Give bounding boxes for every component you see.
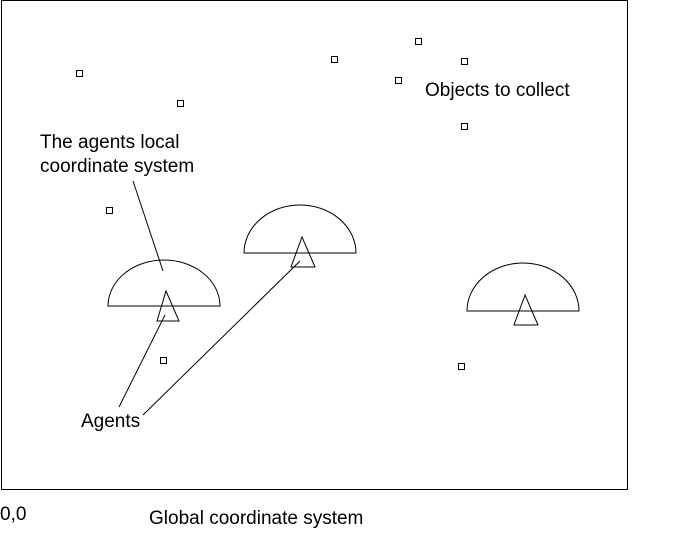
global-coordinate-label: Global coordinate system (149, 508, 363, 529)
agent-2 (243, 204, 357, 268)
world-boundary (1, 0, 628, 490)
object-square (461, 123, 468, 130)
local-coordinate-arc (466, 262, 580, 312)
agents-pointer-1 (118, 314, 166, 408)
origin-label: 0,0 (0, 504, 26, 525)
agent-1 (107, 259, 221, 322)
agents-label: Agents (81, 411, 140, 432)
agent-triangle (513, 293, 539, 326)
object-square (160, 357, 167, 364)
object-square (461, 58, 468, 65)
object-square (415, 38, 422, 45)
object-square (458, 363, 465, 370)
agent-3 (466, 262, 580, 326)
object-square (106, 207, 113, 214)
object-square (76, 70, 83, 77)
local-coordinate-arc (243, 204, 357, 254)
agent-triangle (290, 235, 316, 268)
object-square (331, 56, 338, 63)
local-label-pointer (132, 180, 164, 272)
local-coordinate-label-line1: The agents local (40, 132, 179, 153)
agent-triangle (156, 289, 180, 322)
local-coordinate-arc (107, 259, 221, 307)
pointer-lines (118, 180, 301, 416)
agents-pointer-2 (142, 260, 301, 416)
local-coordinate-label-line2: coordinate system (40, 156, 194, 177)
objects (76, 38, 468, 370)
object-square (177, 100, 184, 107)
objects-label: Objects to collect (425, 80, 570, 101)
object-square (395, 77, 402, 84)
